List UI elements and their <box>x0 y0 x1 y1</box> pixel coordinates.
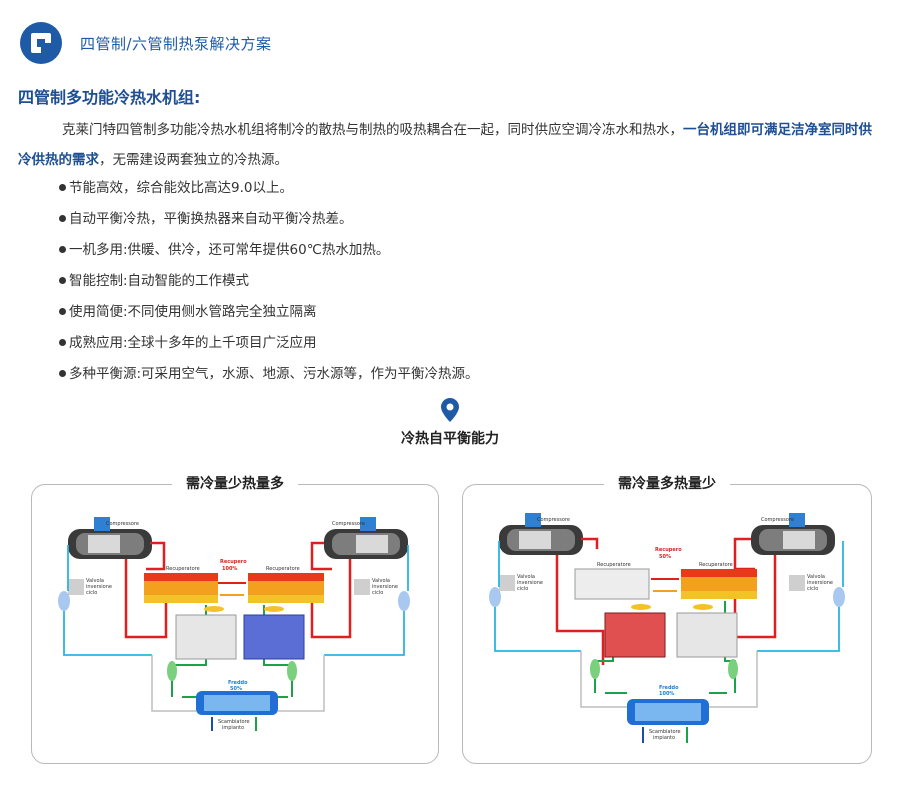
svg-text:Freddo: Freddo <box>659 685 679 691</box>
list-item: 节能高效，综合能效比高达9.0以上。 <box>59 177 479 208</box>
svg-text:inversione: inversione <box>517 580 543 586</box>
svg-text:Valvola: Valvola <box>807 574 825 580</box>
svg-text:Scambiatore: Scambiatore <box>649 729 681 735</box>
intro-text: 克莱门特四管制多功能冷热水机组将制冷的散热与制热的吸热耦合在一起，同时供应空调冷… <box>62 122 683 138</box>
compressor-right: Compressore <box>324 517 408 559</box>
recuperator-left: Recuperatore <box>144 566 218 603</box>
hot-water-arrow-icon <box>651 578 679 592</box>
valve-left <box>68 579 84 595</box>
svg-text:Freddo: Freddo <box>228 680 248 686</box>
recuperator-right: Recuperatore <box>681 562 757 599</box>
coil-left <box>175 614 237 660</box>
bullet-icon <box>59 338 66 346</box>
compressor-left: Compressore <box>68 517 152 559</box>
company-logo-icon <box>20 22 62 64</box>
valve-right <box>789 575 805 591</box>
panel-title: 需冷量多热量少 <box>604 473 730 493</box>
bullet-icon <box>59 276 66 284</box>
svg-text:inversione: inversione <box>86 584 112 590</box>
intro-paragraph: 克莱门特四管制多功能冷热水机组将制冷的散热与制热的吸热耦合在一起，同时供应空调冷… <box>18 115 884 175</box>
list-item: 智能控制:自动智能的工作模式 <box>59 270 479 301</box>
svg-text:Valvola: Valvola <box>86 578 104 584</box>
svg-text:Compressore: Compressore <box>106 521 139 527</box>
list-item: 多种平衡源:可采用空气，水源、地源、污水源等，作为平衡冷热源。 <box>59 363 479 394</box>
heat-pump-diagram: Compressore Compressore Recuperatore Rec… <box>489 513 845 743</box>
refrigerant-loop <box>151 655 325 712</box>
bullet-icon <box>59 214 66 222</box>
svg-text:ciclo: ciclo <box>86 590 97 596</box>
svg-text:Compressore: Compressore <box>761 517 794 523</box>
svg-text:Valvola: Valvola <box>372 578 390 584</box>
valve-left <box>499 575 515 591</box>
feature-list: 节能高效，综合能效比高达9.0以上。 自动平衡冷热，平衡换热器来自动平衡冷热差。… <box>59 177 479 394</box>
svg-text:50%: 50% <box>230 686 242 692</box>
svg-text:ciclo: ciclo <box>517 586 528 592</box>
coil-right <box>676 612 738 658</box>
list-item: 成熟应用:全球十多年的上千项目广泛应用 <box>59 332 479 363</box>
svg-text:Recuperatore: Recuperatore <box>166 566 200 572</box>
separator-right-icon <box>287 661 297 681</box>
header-title: 四管制/六管制热泵解决方案 <box>80 34 272 53</box>
recuperator-left: Recuperatore <box>574 562 650 600</box>
list-item: 自动平衡冷热，平衡换热器来自动平衡冷热差。 <box>59 208 479 239</box>
svg-text:Recupero: Recupero <box>655 547 682 553</box>
svg-text:impianto: impianto <box>653 735 675 741</box>
bullet-icon <box>59 307 66 315</box>
list-item: 使用简便:不同使用侧水管路完全独立隔离 <box>59 301 479 332</box>
panel-title: 需冷量少热量多 <box>172 473 298 493</box>
cold-pipe <box>63 545 409 656</box>
valve-right <box>354 579 370 595</box>
svg-text:Recuperatore: Recuperatore <box>266 566 300 572</box>
svg-text:Scambiatore: Scambiatore <box>218 719 250 725</box>
svg-text:ciclo: ciclo <box>807 586 818 592</box>
separator-left-icon <box>167 661 177 681</box>
bullet-icon <box>59 183 66 191</box>
svg-text:inversione: inversione <box>807 580 833 586</box>
bullet-icon <box>59 369 66 377</box>
fan-icon <box>264 606 284 612</box>
svg-text:Recuperatore: Recuperatore <box>699 562 733 568</box>
coil-right <box>243 614 305 660</box>
tank-left-icon <box>489 587 501 607</box>
svg-text:Compressore: Compressore <box>537 517 570 523</box>
page-header: 四管制/六管制热泵解决方案 <box>20 22 272 64</box>
svg-text:50%: 50% <box>659 554 671 560</box>
compressor-left: Compressore <box>499 513 583 555</box>
coil-left <box>604 612 666 658</box>
fan-icon <box>693 604 713 610</box>
list-item: 一机多用:供暖、供冷，还可常年提供60℃热水加热。 <box>59 239 479 270</box>
refrigerant-loop <box>580 651 758 708</box>
svg-text:100%: 100% <box>222 566 237 572</box>
svg-text:Recuperatore: Recuperatore <box>597 562 631 568</box>
svg-text:impianto: impianto <box>222 725 244 731</box>
location-pin-icon <box>441 398 459 422</box>
hot-pipe <box>124 541 352 639</box>
tank-left-icon <box>58 591 70 611</box>
separator-right-icon <box>728 659 738 679</box>
recuperator-right: Recuperatore <box>248 566 324 603</box>
heat-pump-diagram: Compressore Compressore Recuperatore <box>58 517 410 731</box>
svg-text:100%: 100% <box>659 691 674 697</box>
svg-text:inversione: inversione <box>372 584 398 590</box>
compressor-right: Compressore <box>751 513 835 555</box>
cold-pipe <box>494 541 844 652</box>
intro-highlight: 一台机组即可满足洁净室同时供冷供热的需求 <box>18 122 872 168</box>
intro-text-end: ，无需建设两套独立的冷热源。 <box>99 152 288 168</box>
fan-icon <box>631 604 651 610</box>
hot-water-arrow-icon <box>218 582 246 596</box>
panel-more-cooling-less-heating: 需冷量多热量少 Compressore Compressore Recupera… <box>462 473 872 764</box>
svg-text:Compressore: Compressore <box>332 521 365 527</box>
panel-less-cooling-more-heating: 需冷量少热量多 Compressore Compressore <box>31 473 439 764</box>
diagram-caption: 冷热自平衡能力 <box>401 431 499 447</box>
separator-left-icon <box>590 659 600 679</box>
tank-right-icon <box>833 587 845 607</box>
svg-text:Recupero: Recupero <box>220 559 247 565</box>
fan-icon <box>204 606 224 612</box>
svg-text:Valvola: Valvola <box>517 574 535 580</box>
svg-text:ciclo: ciclo <box>372 590 383 596</box>
section-title: 四管制多功能冷热水机组: <box>18 88 201 107</box>
bullet-icon <box>59 245 66 253</box>
tank-right-icon <box>398 591 410 611</box>
